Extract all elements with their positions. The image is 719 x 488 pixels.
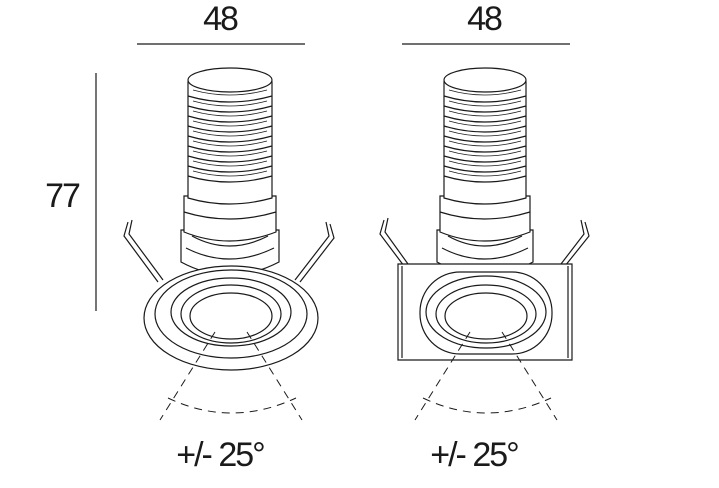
round-left-spring-clip: [123, 219, 164, 283]
square-width-label: 48: [467, 0, 502, 38]
square-beam-angle-label: +/- 25°: [430, 436, 518, 474]
square-beam-angle: [414, 331, 558, 421]
round-heat-sink: [187, 67, 273, 205]
round-beam-angle-label: +/- 25°: [176, 436, 264, 474]
round-beam-angle: [159, 331, 303, 421]
square-right-spring-clip: [560, 219, 590, 267]
square-flange: [397, 263, 573, 361]
square-left-spring-clip: [379, 217, 409, 267]
round-flange: [143, 265, 319, 371]
round-right-spring-clip: [294, 221, 335, 283]
height-label: 77: [45, 177, 80, 215]
round-fixture: [123, 67, 335, 421]
square-heat-sink: [443, 67, 527, 205]
square-fixture: [379, 67, 590, 421]
round-width-label: 48: [203, 0, 238, 38]
